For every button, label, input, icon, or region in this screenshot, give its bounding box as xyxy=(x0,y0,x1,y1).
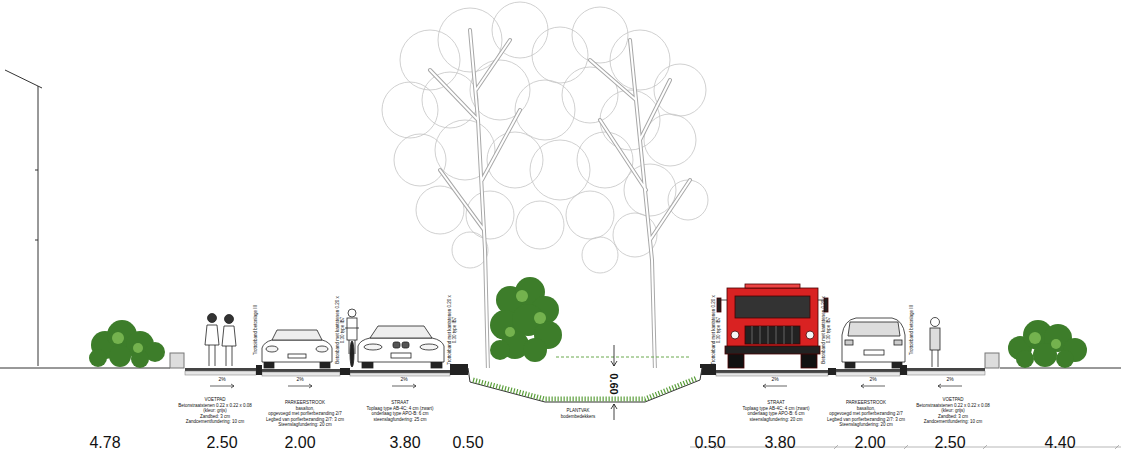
planting-swale xyxy=(468,357,702,402)
material-note: VOETPAD xyxy=(942,397,963,402)
material-note: Legbed van porfierbezanding 2/7: 3 cm xyxy=(827,417,905,422)
slope-label: 2% xyxy=(296,377,303,383)
material-note: bodembedekkers xyxy=(561,414,596,419)
material-note: VOETPAD xyxy=(204,397,225,402)
material-note: basalton, xyxy=(296,406,314,411)
material-note: Steenslagfundering: 20 cm xyxy=(839,422,893,427)
slope-arrow xyxy=(210,384,962,388)
material-note: steenslagfundering: 25 cm xyxy=(374,417,427,422)
slope-label: 2% xyxy=(946,377,953,383)
kerb-note: Betonband met kantstenen 0.20 x 0.30 typ… xyxy=(821,295,831,365)
slope-label: 2% xyxy=(218,377,225,383)
material-note: PARKEERSTROOK xyxy=(285,400,325,405)
tree-trunk xyxy=(430,30,690,372)
kerb-note: Trottoirband betonlage III xyxy=(253,295,258,365)
dimension-label: 2.50 xyxy=(206,434,237,452)
material-note: onderlaag type APO-B: 6 cm xyxy=(371,411,428,416)
material-note: (kleur: grijs) xyxy=(941,408,965,413)
material-note: PLANTVAK xyxy=(566,408,589,413)
kerb-note: Trottoirband met kantstenen 0.20 x 0.30 … xyxy=(447,295,457,365)
slope-label: 2% xyxy=(869,377,876,383)
material-note: basalton, xyxy=(857,406,875,411)
dimension-label: 3.80 xyxy=(764,434,795,452)
material-note: (kleur: grijs) xyxy=(203,408,227,413)
material-note: steenslagfundering: 20 cm xyxy=(750,417,803,422)
dimension-label: 2.00 xyxy=(284,434,315,452)
material-note: Legbed van porfierbezanding 2/7: 3 cm xyxy=(266,417,344,422)
material-note: Toplaag type AB-4C: 4 cm (zwart) xyxy=(366,406,433,411)
dimension-label: 4.40 xyxy=(1044,434,1075,452)
kerb-note: Betonband met kantstenen 0.20 x 0.30 typ… xyxy=(335,295,345,365)
material-note: opgevoegd met porfierbezanding 2/7 xyxy=(829,411,902,416)
material-note: PARKEERSTROOK xyxy=(846,400,886,405)
dimension-label: 2.00 xyxy=(854,434,885,452)
material-note: Zandcementfundering: 10 cm xyxy=(924,419,983,424)
tree-canopy xyxy=(382,2,708,273)
material-note: STRAAT xyxy=(767,400,784,405)
dimension-label: 4.78 xyxy=(89,434,120,452)
material-note: Zandbed: 3 cm xyxy=(200,414,230,419)
bush xyxy=(89,277,1087,368)
slope-label: 2% xyxy=(400,377,407,383)
material-note: opgevoegd met porfierbezanding 2/7 xyxy=(268,411,341,416)
dimension-label: 0.50 xyxy=(694,434,725,452)
material-note: onderlaag type APO-B: 6 cm xyxy=(747,411,804,416)
slope-label: 2% xyxy=(771,377,778,383)
material-note: STRAAT xyxy=(391,400,408,405)
material-note: Toplaag type AB-4C: 4 cm (zwart) xyxy=(742,406,809,411)
building-outline xyxy=(5,70,42,366)
material-note: Steenslagfundering: 20 cm xyxy=(278,422,332,427)
depth-label: 0.60 xyxy=(608,373,621,394)
kerb-note: Trottoirband betonlage III xyxy=(909,295,914,365)
cyclist xyxy=(345,309,359,367)
dimension-label: 2.50 xyxy=(934,434,965,452)
fire-truck xyxy=(717,284,828,368)
dimension-label: 3.80 xyxy=(389,434,420,452)
material-note: Betonstraatstenen 0.22 x 0.22 x 0.08 xyxy=(178,403,252,408)
dimension-label: 0.50 xyxy=(452,434,483,452)
material-note: Zandbed: 3 cm xyxy=(938,414,968,419)
material-note: Zandcementfundering: 10 cm xyxy=(186,419,245,424)
kerb-note: Trottoirband met kantstenen 0.20 x 0.30 … xyxy=(711,295,721,365)
material-note: Betonstraatstenen 0.22 x 0.22 x 0.08 xyxy=(916,403,990,408)
